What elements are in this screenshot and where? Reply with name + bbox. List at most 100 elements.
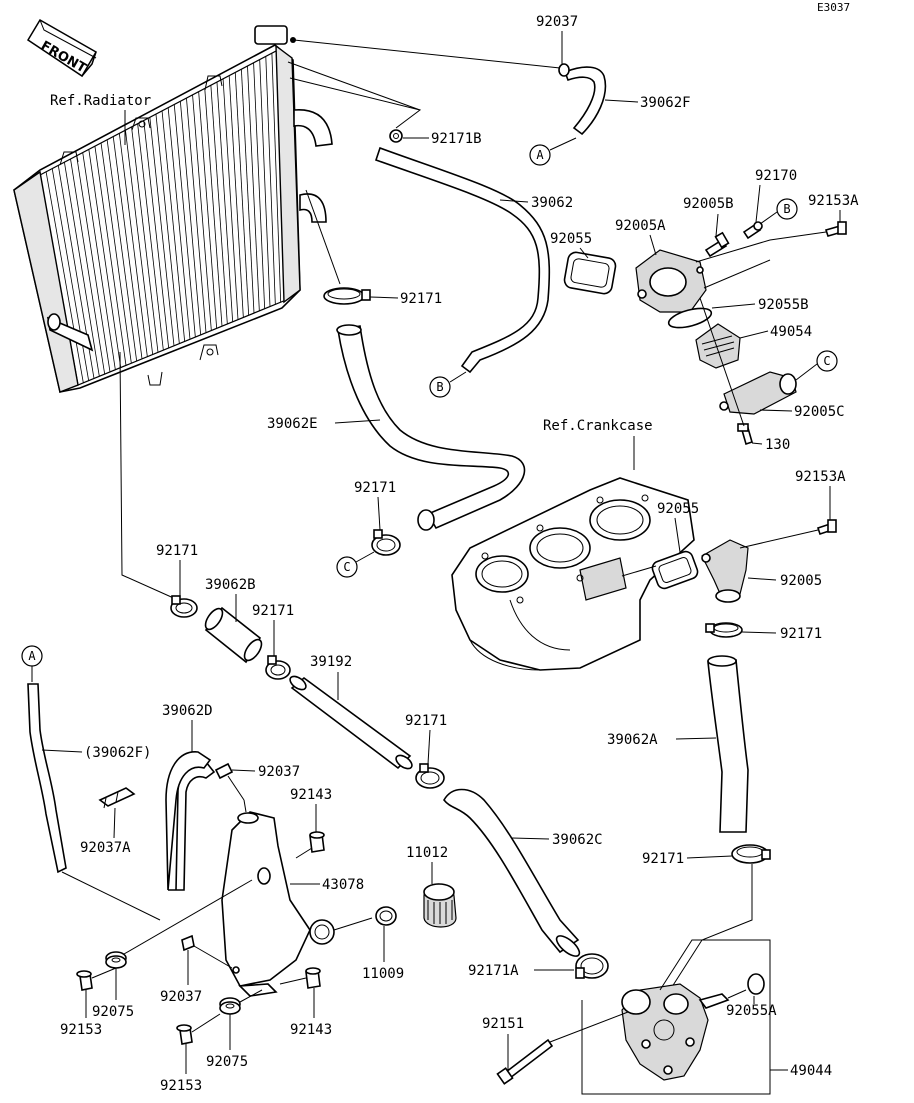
label-92005C: 92005C xyxy=(794,404,845,420)
clamp-92171-rad xyxy=(323,287,371,305)
label-92055A: 92055A xyxy=(726,1003,777,1019)
thermostat-cover-92005A xyxy=(635,249,707,313)
oring-92055A xyxy=(747,973,765,995)
clip-92037-mid xyxy=(214,762,234,780)
radiator-fin xyxy=(240,69,255,314)
clamp-92171-right xyxy=(705,622,743,638)
clamp-92171-left xyxy=(170,595,198,618)
label-92055-top: 92055 xyxy=(550,231,592,247)
crankcase xyxy=(451,477,695,671)
label-92037-top: 92037 xyxy=(536,14,578,30)
label-92171-rad: 92171 xyxy=(400,291,442,307)
radiator-fin xyxy=(70,158,106,375)
label-39062B: 39062B xyxy=(205,577,256,593)
radiator-fin xyxy=(216,82,234,322)
label-92055-mid: 92055 xyxy=(657,501,699,517)
radiator-fin xyxy=(271,53,282,303)
label-92171-left: 92171 xyxy=(156,543,198,559)
radiator-fin xyxy=(198,91,218,329)
label-92153A-mid: 92153A xyxy=(795,469,846,485)
reservoir-tank-43078 xyxy=(221,799,335,997)
sensor-92005B xyxy=(704,231,730,258)
radiator-fin xyxy=(106,139,138,362)
radiator-fin xyxy=(155,114,180,344)
cap-11012 xyxy=(423,883,457,928)
radiator-fin xyxy=(143,120,170,348)
label-39062E: 39062E xyxy=(267,416,318,432)
label-92037-low: 92037 xyxy=(160,989,202,1005)
label-39062: 39062 xyxy=(531,195,573,211)
label-92171-b2: 92171 xyxy=(252,603,294,619)
label-39062A: 39062A xyxy=(607,732,658,748)
hose-39062F-lower xyxy=(27,683,67,874)
radiator-fin xyxy=(228,75,244,318)
clamp-92171A xyxy=(575,953,609,979)
radiator-fin xyxy=(186,98,207,333)
svg-text:B: B xyxy=(436,380,443,394)
label-92153A-top: 92153A xyxy=(808,193,859,209)
radiator-fin xyxy=(222,78,239,320)
label-39062F: 39062F xyxy=(640,95,691,111)
label-92151: 92151 xyxy=(482,1016,524,1032)
ref-crankcase: Ref.Crankcase xyxy=(543,418,653,434)
clip-92037A xyxy=(98,787,136,809)
label-49054: 49054 xyxy=(770,324,812,340)
radiator-fin xyxy=(179,101,202,335)
radiator-fin xyxy=(88,149,122,368)
label-92171B: 92171B xyxy=(431,131,482,147)
svg-text:C: C xyxy=(343,560,350,574)
label-49044: 49044 xyxy=(790,1063,832,1079)
label-92143-low: 92143 xyxy=(290,1022,332,1038)
gasket-92055B xyxy=(667,307,713,329)
hose-39062A xyxy=(707,659,749,833)
clip-92037-top xyxy=(558,63,570,77)
label-92005A: 92005A xyxy=(615,218,666,234)
label-39062D: 39062D xyxy=(162,703,213,719)
clip-92037-low xyxy=(181,934,195,952)
leader-cap-to-clip xyxy=(293,39,561,69)
radiator-fin xyxy=(265,56,276,305)
water-pump-49044 xyxy=(621,983,730,1081)
front-arrow-icon: FRONT xyxy=(26,18,98,78)
radiator-fin xyxy=(192,94,212,331)
radiator-fin xyxy=(210,85,228,325)
hose-39062C xyxy=(443,788,580,954)
svg-text:C: C xyxy=(823,354,830,368)
fitting-92005 xyxy=(701,539,749,603)
callout-B-top xyxy=(776,198,798,220)
radiator-fin xyxy=(94,146,127,366)
label-92037A: 92037A xyxy=(80,840,131,856)
label-11012: 11012 xyxy=(406,845,448,861)
label-92170: 92170 xyxy=(755,168,797,184)
radiator-fin xyxy=(131,126,159,353)
hose-39062F xyxy=(563,66,607,136)
svg-text:B: B xyxy=(783,202,790,216)
label-92153-a: 92153 xyxy=(60,1022,102,1038)
radiator-fin xyxy=(100,142,132,364)
label-92075-a: 92075 xyxy=(92,1004,134,1020)
radiator-fin xyxy=(137,123,164,351)
callout-A-top xyxy=(529,144,551,166)
grommet-92075-a xyxy=(105,951,127,969)
grommet-92143-low xyxy=(305,967,321,989)
cover-92005C xyxy=(719,371,797,415)
label-92037-mid: 92037 xyxy=(258,764,300,780)
label-92143-top: 92143 xyxy=(290,787,332,803)
radiator-fin xyxy=(161,110,186,342)
callout-C-top xyxy=(816,350,838,372)
bolt-92153-b xyxy=(176,1024,193,1045)
radiator-fin xyxy=(204,88,223,327)
radiator-fin xyxy=(167,107,191,340)
radiator-fin xyxy=(125,130,154,355)
gasket-11009 xyxy=(375,906,397,926)
label-11009: 11009 xyxy=(362,966,404,982)
label-92055B: 92055B xyxy=(758,297,809,313)
svg-text:A: A xyxy=(536,148,544,162)
label-92171A: 92171A xyxy=(468,963,519,979)
label-39192: 39192 xyxy=(310,654,352,670)
radiator-fin xyxy=(118,133,148,357)
radiator-fin xyxy=(253,62,266,309)
radiator-fin xyxy=(82,152,116,370)
label-130: 130 xyxy=(765,437,790,453)
clamp-92171B xyxy=(389,129,403,143)
